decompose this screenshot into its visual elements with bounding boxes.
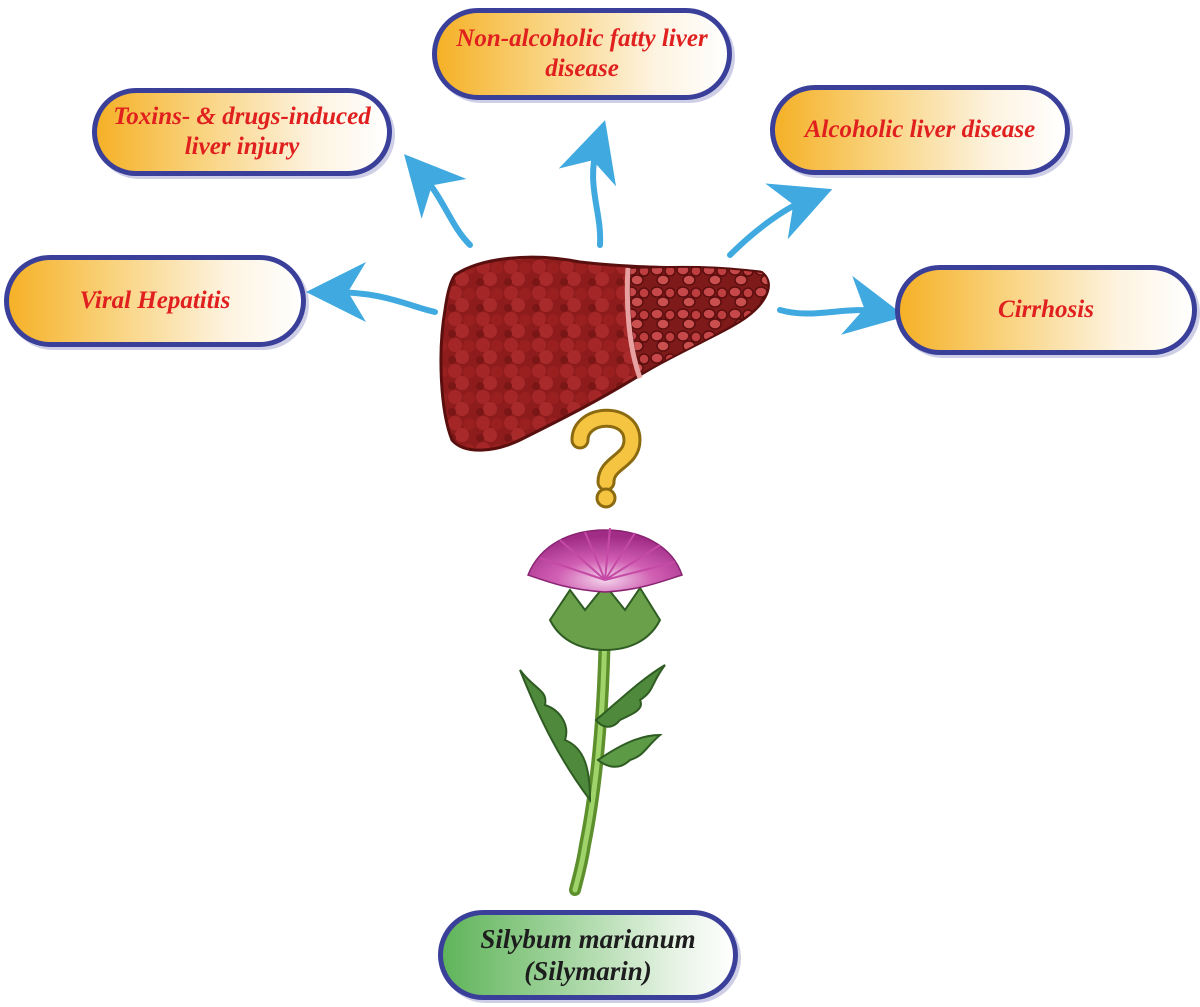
liver-icon xyxy=(439,255,770,452)
arrows xyxy=(306,120,906,335)
arrow-to-cirrhosis xyxy=(777,275,906,335)
viral-label: Viral Hepatitis xyxy=(79,287,231,314)
nafld-label: Non-alcoholic fatty liver disease xyxy=(456,25,708,82)
arrow-to-toxins xyxy=(404,154,473,248)
silybum-label-line2: (Silymarin) xyxy=(524,956,652,986)
cirrhosis-box: Cirrhosis xyxy=(895,265,1197,355)
alcoholic-label: Alcoholic liver disease xyxy=(804,116,1036,143)
arrow-to-alcoholic xyxy=(727,183,833,258)
cirrhosis-label: Cirrhosis xyxy=(998,296,1094,323)
nafld-box: Non-alcoholic fatty liver disease xyxy=(432,8,732,100)
question-mark-icon xyxy=(570,408,642,509)
milk-thistle-icon xyxy=(519,527,683,896)
toxins-label: Toxins- & drugs-induced liver injury xyxy=(113,103,371,160)
silybum-label-line1: Silybum marianum xyxy=(480,923,696,954)
arrow-to-nafld xyxy=(558,120,617,248)
viral-box: Viral Hepatitis xyxy=(4,255,306,347)
arrow-to-viral xyxy=(306,262,438,323)
toxins-box: Toxins- & drugs-induced liver injury xyxy=(92,88,392,176)
silybum-box: Silybum marianum (Silymarin) xyxy=(438,910,738,1000)
alcoholic-box: Alcoholic liver disease xyxy=(770,85,1070,175)
